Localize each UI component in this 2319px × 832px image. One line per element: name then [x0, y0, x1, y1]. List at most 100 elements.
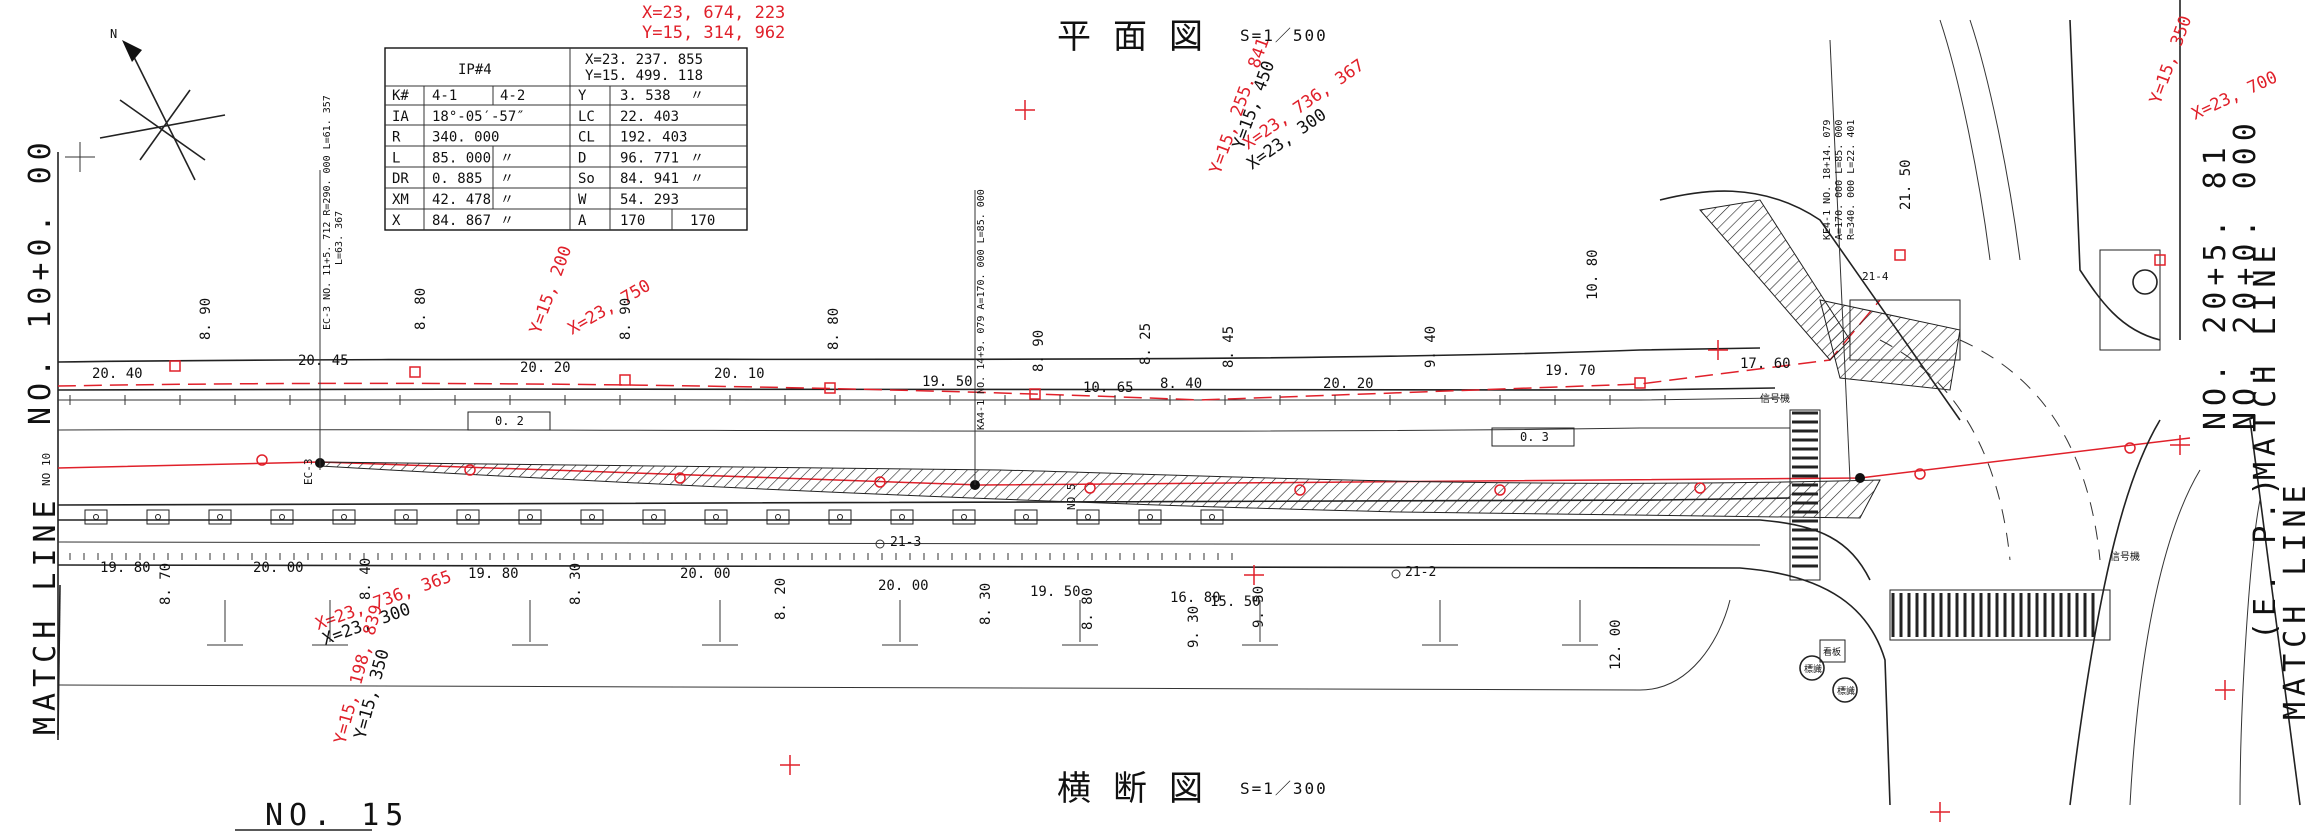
planter-box: [704, 509, 728, 525]
left-match-label: MATCH LINE NO. 10+0. 00: [23, 136, 63, 735]
north-label: N: [110, 27, 117, 41]
right-red-y: Y=15, 350: [2146, 13, 2196, 106]
width-bv-9: 12. 00: [1608, 619, 1624, 670]
planter-box: [394, 509, 418, 525]
planter-dot: [899, 514, 905, 520]
planter-dot: [155, 514, 161, 520]
left-station-text: NO. 10+0. 00: [23, 136, 58, 425]
planter-box: [952, 509, 976, 525]
box-label-2: 0. 3: [1520, 430, 1549, 444]
boundary-marker: [1634, 377, 1646, 389]
section-title: 横断図: [1057, 769, 1225, 809]
width-top-9: 19. 70: [1545, 363, 1596, 379]
right-match-1: MATCH LINE: [2248, 239, 2283, 480]
width-b-8: 15. 50: [1210, 594, 1261, 610]
ip-cell: 192. 403: [620, 130, 687, 146]
planter-box: [146, 509, 170, 525]
plan-scale: S=1／500: [1240, 26, 1328, 45]
building-label-3: 看板: [1823, 646, 1841, 658]
ip-cell: W: [578, 192, 587, 208]
left-red-x: X=23, 750: [565, 276, 655, 339]
boundary-marker: [2154, 254, 2166, 266]
width-v-9: 10. 80: [1585, 249, 1601, 300]
ip-cell: 3. 538: [620, 88, 671, 104]
ip-cell: So: [578, 171, 595, 187]
box-label-frame-1: [467, 411, 551, 431]
ip-table-x: X=23. 237. 855: [585, 52, 703, 68]
width-b-3: 19. 80: [468, 566, 519, 582]
building-label-2: 標識: [1837, 685, 1855, 697]
right-station-2: NO. 20+0. 000: [2228, 117, 2263, 430]
width-bv-1: 8. 70: [158, 563, 174, 605]
ip-cell: DR: [392, 171, 409, 187]
ip-cell: 〃: [500, 213, 514, 229]
width-top-8: 20. 20: [1323, 376, 1374, 392]
right-red-x: X=23, 700: [2189, 67, 2281, 124]
curve-note-4: KE4-1 NO. 18+14. 079: [1822, 120, 1833, 240]
planter-box: [580, 509, 604, 525]
width-bv-5: 8. 30: [978, 583, 994, 625]
planter-box: [518, 509, 542, 525]
width-top-6: 10. 65: [1083, 380, 1134, 396]
station-no5: NO 5: [1065, 484, 1078, 511]
width-bv-4: 8. 20: [773, 578, 789, 620]
planter-dot: [837, 514, 843, 520]
callout-signal-1: 信号機: [1760, 392, 1790, 405]
callout-21-3: 21-3: [890, 535, 921, 550]
width-bv-3: 8. 30: [568, 563, 584, 605]
planter-box: [890, 509, 914, 525]
planter-dot: [527, 514, 533, 520]
curve-note-5: A=170. 000 L=85. 000: [1834, 120, 1845, 240]
callout-signal-2: 信号機: [2110, 550, 2140, 563]
curve-notes: EC-3 NO. 11+5. 712 R=290. 000 L=61. 357 …: [319, 39, 1857, 485]
survey-marks: [169, 100, 2235, 822]
top-red-y: Y=15, 314, 962: [642, 23, 785, 43]
centerline-marker: [874, 476, 886, 488]
planter-dot: [1023, 514, 1029, 520]
centerline-marker: [1294, 484, 1306, 496]
ip-cell: A: [578, 213, 587, 229]
planter-dot: [279, 514, 285, 520]
ip-cell: L: [392, 150, 400, 166]
planter-box: [642, 509, 666, 525]
section-scale: S=1／300: [1240, 779, 1328, 798]
ip-cell: 170: [620, 213, 645, 229]
planter-dot: [961, 514, 967, 520]
ip-cell: 54. 293: [620, 192, 679, 208]
planter-dot: [1147, 514, 1153, 520]
crosswalk-stripes: [1792, 411, 2095, 637]
callout-21-2: 21-2: [1405, 565, 1436, 580]
planter-dot: [341, 514, 347, 520]
ip-cell: 4-2: [500, 88, 525, 104]
planter-dot: [93, 514, 99, 520]
boundary-marker: [409, 366, 421, 378]
callouts: 21-3 21-2 21-4 信号機 信号機: [875, 270, 2140, 580]
ip-cell: IA: [392, 109, 409, 125]
width-bv-8: 9. 50: [1251, 586, 1267, 628]
left-match-text: MATCH LINE: [28, 494, 63, 735]
centerline-marker: [256, 454, 268, 466]
planter-box: [456, 509, 480, 525]
intersection: [1659, 0, 2301, 806]
ip-cell: 〃: [500, 171, 514, 187]
planter-dot: [1085, 514, 1091, 520]
width-v-5: 8. 90: [1031, 330, 1047, 372]
ip-cell: CL: [578, 130, 595, 146]
planter-box: [766, 509, 790, 525]
centerline-marker: [2124, 442, 2136, 454]
width-top-4: 20. 10: [714, 366, 765, 382]
planter-dot: [403, 514, 409, 520]
plan-title: 平面図: [1057, 17, 1225, 57]
ip-cell: 0. 885: [432, 171, 483, 187]
boundary-line: [57, 299, 1881, 401]
callout-21-4: 21-4: [1862, 270, 1889, 283]
ip-cell: 22. 403: [620, 109, 679, 125]
ip-cell: Y: [578, 88, 587, 104]
width-top-7: 8. 40: [1160, 376, 1202, 392]
ip-cell: K#: [392, 88, 409, 104]
width-v-7: 8. 45: [1221, 326, 1237, 368]
ip-cell: X: [392, 213, 401, 229]
ip-cell: 〃: [690, 171, 704, 187]
width-v-2: 8. 80: [413, 288, 429, 330]
